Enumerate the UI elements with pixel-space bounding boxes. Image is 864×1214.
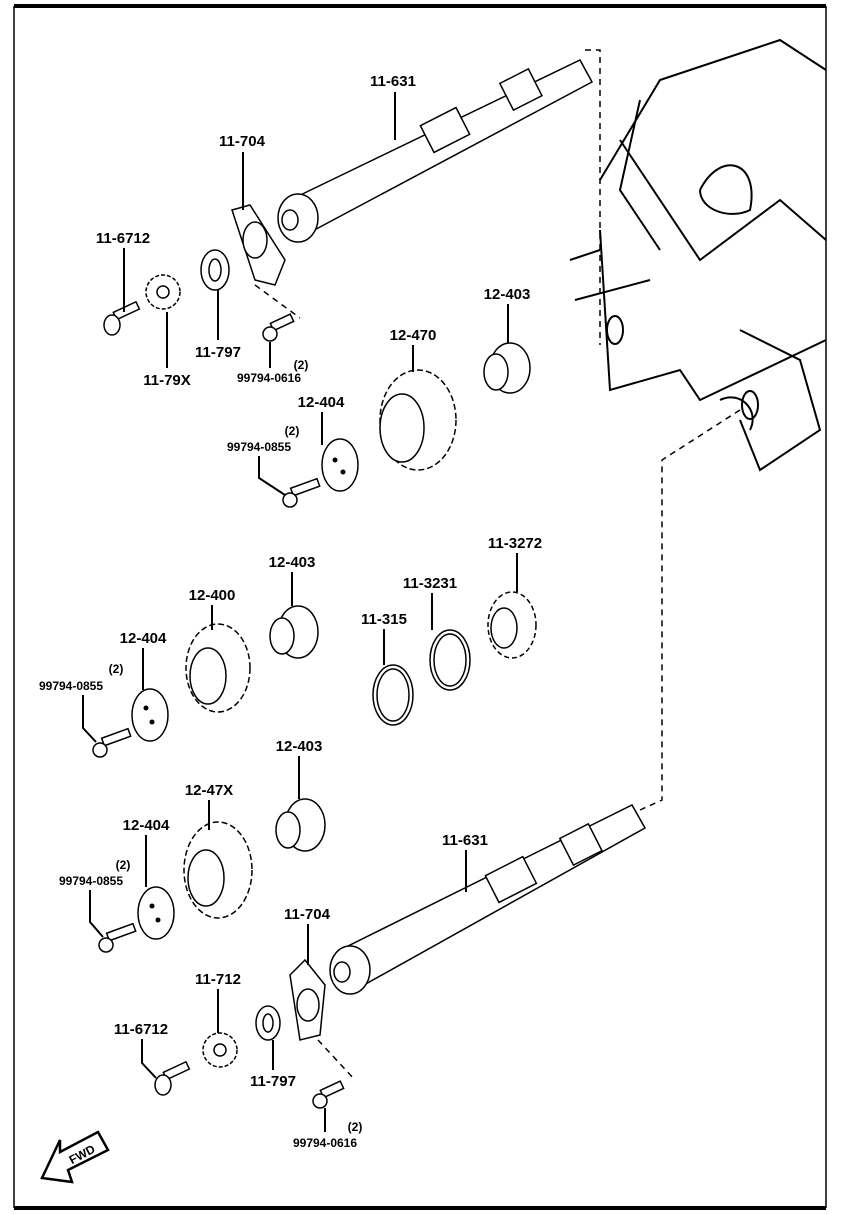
plate-12-404-c	[137, 886, 175, 940]
hub-12-403-c	[275, 798, 326, 852]
label-bolt-11-6712-top: 11-6712	[96, 230, 150, 247]
alignment-dashed-line-top	[585, 49, 601, 345]
hub-12-403-a	[483, 342, 531, 394]
label-bolt-99794-0855-b: 99794-0855	[39, 679, 103, 693]
fwd-arrow-icon: FWD	[40, 1130, 110, 1184]
label-gear-11-3272: 11-3272	[488, 535, 542, 552]
label-ring-11-3231: 11-3231	[403, 575, 457, 592]
bolt-99794-0855-c	[98, 922, 137, 953]
bolt-11-6712-bottom	[154, 1060, 191, 1096]
gear-11-3272	[487, 591, 537, 659]
label-bolt-99794-0855-a: 99794-0855	[227, 440, 291, 454]
label-qty-0855-c: (2)	[116, 858, 131, 872]
gear-12-400	[185, 623, 251, 713]
label-qty-0616-top: (2)	[294, 358, 309, 372]
label-plate-12-404-a: 12-404	[298, 394, 345, 411]
label-gear-12-400: 12-400	[189, 587, 236, 604]
label-plate-11-704-top: 11-704	[219, 133, 266, 150]
shaft-11-631-bottom	[329, 804, 647, 995]
label-gear-12-470: 12-470	[390, 327, 437, 344]
gear-12-47X	[183, 821, 253, 919]
label-plate-12-404-b: 12-404	[120, 630, 167, 647]
label-gear-12-47X: 12-47X	[185, 782, 233, 799]
bolt-99794-0855-b	[92, 727, 132, 758]
shaft-11-631-top	[277, 59, 594, 243]
label-hub-12-403-c: 12-403	[276, 738, 323, 755]
alignment-dashed-line-plate-bottom	[317, 1039, 356, 1081]
label-plate-11-704-bottom: 11-704	[284, 906, 331, 923]
label-qty-0855-a: (2)	[285, 424, 300, 438]
label-bolt-99794-0616-bottom: 99794-0616	[293, 1136, 357, 1150]
ring-11-3231	[429, 629, 471, 691]
label-bolt-99794-0616-top: 99794-0616	[237, 371, 301, 385]
bolt-99794-0855-a	[282, 477, 321, 508]
hub-12-403-b	[269, 605, 319, 659]
label-washer-11-797-top: 11-797	[195, 344, 241, 361]
label-plate-12-404-c: 12-404	[123, 817, 170, 834]
leader-lines	[82, 92, 518, 1132]
label-bolt-99794-0855-c: 99794-0855	[59, 874, 123, 888]
plate-11-704-bottom	[289, 958, 326, 1041]
bolt-11-6712-top	[103, 300, 141, 336]
washer-11-797-top	[200, 249, 230, 291]
label-qty-0616-bottom: (2)	[348, 1120, 363, 1134]
label-shaft-11-631-bottom: 11-631	[442, 832, 488, 849]
gear-11-712	[202, 1032, 238, 1068]
label-ring-11-315: 11-315	[361, 611, 407, 628]
ring-11-315	[372, 664, 414, 726]
plate-11-704-top	[231, 204, 286, 286]
label-shaft-11-631-top: 11-631	[370, 73, 416, 90]
gear-11-79X	[145, 274, 181, 310]
label-hub-12-403-a: 12-403	[484, 286, 531, 303]
label-washer-11-797-bottom: 11-797	[250, 1073, 296, 1090]
alignment-dashed-line-plate-top	[254, 284, 301, 319]
engine-block-illustration	[569, 38, 827, 472]
label-bolt-11-6712-bottom: 11-6712	[114, 1021, 168, 1038]
label-qty-0855-b: (2)	[109, 662, 124, 676]
plate-12-404-a	[321, 438, 359, 492]
washer-11-797-bottom	[255, 1005, 281, 1041]
label-hub-12-403-b: 12-403	[269, 554, 316, 571]
bolt-99794-0616-top	[262, 313, 295, 342]
gear-12-470	[379, 369, 457, 471]
plate-12-404-b	[131, 688, 169, 742]
bolt-99794-0616-bottom	[312, 1080, 345, 1109]
alignment-dashed-line-middle	[639, 409, 741, 811]
label-gear-11-79X: 11-79X	[143, 372, 191, 389]
label-gear-11-712: 11-712	[195, 971, 241, 988]
